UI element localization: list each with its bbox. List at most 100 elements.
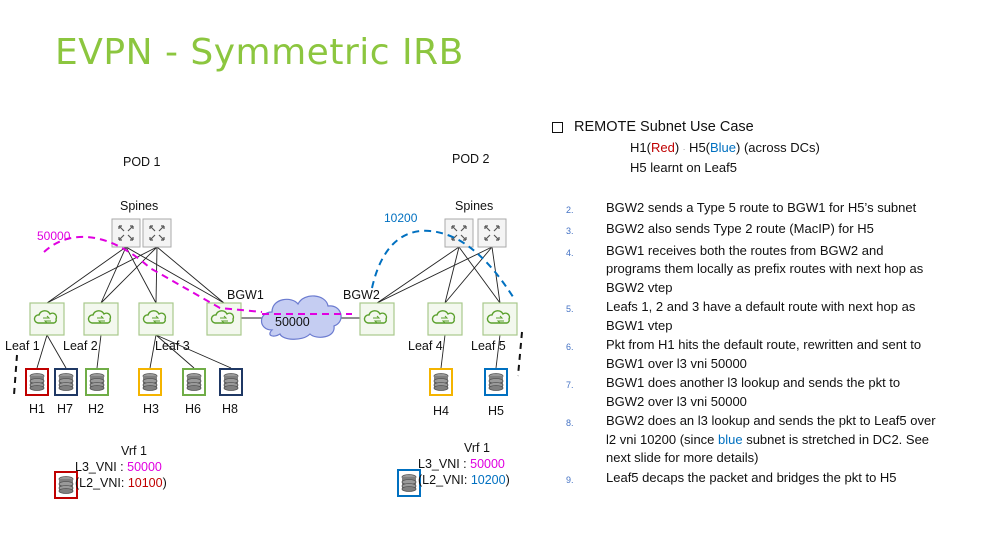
step-number: 2. [566,204,574,215]
host-label-h2: H2 [88,402,104,416]
leaf3-icon [138,302,174,336]
host-h5 [484,368,508,396]
step-text-before: BGW2 does an l3 lookup and sends the pkt… [606,413,936,447]
server-icon [401,474,417,492]
leaf1-icon [29,302,65,336]
pod2-l2vni-path [371,229,516,301]
leaf2-label: Leaf 2 [63,339,98,353]
vrf-pod1-title: Vrf 1 [121,444,147,458]
step-text: BGW2 also sends Type 2 route (MacIP) for… [606,221,874,236]
leaf1-label: Leaf 1 [5,339,40,353]
vrf-pod2-l2-suffix: ) [505,473,510,487]
step-item: 3. BGW2 also sends Type 2 route (MacIP) f… [552,220,972,241]
step-text-blue: blue [718,431,743,447]
step-number: 7. [566,380,574,390]
vrf-pod2-l2: (L2_VNI: 10200) [418,472,510,488]
step-text: BGW1 receives both the routes from BGW2 … [606,242,924,295]
vrf-pod1-l2-prefix: (L2_VNI: [75,476,128,490]
host-label-h8: H8 [222,402,238,416]
h5-flow-marker [517,331,523,377]
vrf-pod1-l3: L3_VNI : 50000 [75,459,167,475]
bgw1-label: BGW1 [227,288,264,302]
pod2-vni-label: 10200 [384,211,418,225]
cloud-vni-label: 50000 [275,315,310,329]
vrf-pod1-l2: (L2_VNI: 10100) [75,475,167,491]
host-links [36,334,501,369]
sub1-prefix: H1( [630,139,651,155]
step-number: 8. [566,418,574,428]
step-item: 7. BGW1 does another l3 lookup and sends … [552,374,972,411]
notes-heading-text: REMOTE Subnet Use Case [574,119,754,135]
notes-panel: REMOTE Subnet Use Case H1(Red) · H5(Blue… [552,118,972,490]
host-label-h3: H3 [143,402,159,416]
pod1-spine-1-icon [111,218,141,248]
slide-title: EVPN - Symmetric IRB [55,32,464,73]
step-text: BGW1 does another l3 lookup and sends th… [606,375,901,409]
step-text: BGW2 sends a Type 5 route to BGW1 for H5… [606,199,917,215]
leaf5-label: Leaf 5 [471,339,506,353]
step-text: Leaf5 decaps the packet and bridges the … [606,469,897,485]
steps-list: 2. BGW2 sends a Type 5 route to BGW1 for … [552,199,972,490]
server-icon [142,373,158,391]
vrf-pod2-l2-prefix: (L2_VNI: [418,473,471,487]
step-text-after: subnet is stretched in DC2. See next sli… [606,431,930,466]
host-h7 [54,368,78,396]
leaf2-icon [83,302,119,336]
step-item: 5.Leafs 1, 2 and 3 have a default route … [552,298,972,335]
server-icon [223,373,239,391]
step-number: 9. [566,474,574,485]
pod1-links [46,246,265,319]
server-icon [58,373,74,391]
host-h6 [182,368,206,396]
host-label-h7: H7 [57,402,73,416]
leaf3-label: Leaf 3 [155,339,190,353]
server-icon [29,373,45,391]
pod2-links [340,246,501,319]
vrf-pod1-block: Vrf 1 L3_VNI : 50000 (L2_VNI: 10100) [75,443,167,491]
server-icon [186,373,202,391]
server-icon [58,476,74,494]
pod2-spine-2-icon [477,218,507,248]
vrf-pod2-l3-prefix: L3_VNI : [418,457,471,471]
vrf-pod2-l3-value: 50000 [470,457,505,471]
step-item: 4.BGW1 receives both the routes from BGW… [552,242,972,298]
step-number: 6. [566,342,574,352]
leaf5-icon [482,302,518,336]
step-item: 8. BGW2 does an l3 lookup and sends the p… [552,412,972,468]
sub1-blue: Blue [710,139,737,155]
host-h4 [429,368,453,396]
pod2-label: POD 2 [452,152,490,166]
vrf-pod2-l3: L3_VNI : 50000 [418,456,510,472]
host-h8 [219,368,243,396]
step-item: 2. BGW2 sends a Type 5 route to BGW1 for … [552,199,972,220]
h1-flow-marker [13,354,18,396]
bgw2-icon [359,302,395,336]
host-label-h5: H5 [488,404,504,418]
vrf-pod2-l2-value: 10200 [470,473,506,487]
step-number: 3. [566,226,574,236]
pod1-vni-label: 50000 [37,229,71,243]
step-text: BGW2 does an l3 lookup and sends the pkt… [606,412,936,468]
host-label-h6: H6 [185,402,201,416]
host-label-h1: H1 [29,402,45,416]
pod2-spines-label: Spines [455,199,493,213]
vrf1-pod2-host-icon [397,469,421,497]
pod2-spine-1-icon [444,218,474,248]
host-h3 [138,368,162,396]
vrf-pod2-block: Vrf 1 L3_VNI : 50000 (L2_VNI: 10200) [418,440,510,488]
notes-sub1: H1(Red) · H5(Blue) (across DCs) [630,139,972,159]
vrf1-pod1-host-icon [54,471,78,499]
vrf-pod1-l2-value: 10100 [127,476,163,490]
server-icon [433,373,449,391]
step-item: 9. Leaf5 decaps the packet and bridges th… [552,469,972,490]
sub1-dot: · [682,144,686,154]
sub1-mid: ) [674,139,683,155]
leaf4-label: Leaf 4 [408,339,443,353]
vrf-pod1-l3-value: 50000 [127,460,162,474]
sub1-suffix: ) (across DCs) [736,139,820,155]
server-icon [89,373,105,391]
pod1-spines-label: Spines [120,199,158,213]
host-h1 [25,368,49,396]
server-icon [488,373,504,391]
step-text: Pkt from H1 hits the default route, rewr… [606,337,922,371]
